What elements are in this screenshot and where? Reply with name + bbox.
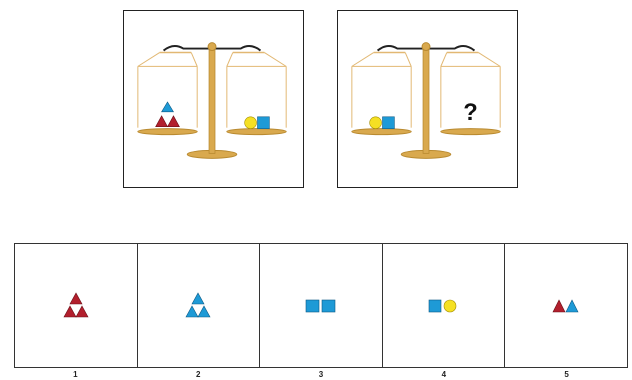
blue-square-yellow-circle-icon [426,298,462,314]
option-number-3: 3 [260,370,383,380]
two-blue-squares-icon [303,298,339,314]
scale-panel-left [123,10,304,188]
left-pan-circle-square [370,117,395,129]
right-pan-circle-square [245,117,270,129]
question-mark: ? [463,100,478,126]
option-numbers: 1 2 3 4 5 [14,370,628,380]
balance-scale-left [124,11,303,187]
option-1[interactable] [15,244,138,367]
three-red-triangles-icon [60,291,92,321]
option-4[interactable] [383,244,506,367]
option-number-4: 4 [382,370,505,380]
balance-scale-right: ? [338,11,517,187]
scale-panel-right: ? [337,10,518,188]
option-5[interactable] [505,244,627,367]
option-number-2: 2 [137,370,260,380]
answer-options [14,243,628,368]
option-number-5: 5 [505,370,628,380]
left-pan-triangles [156,102,180,127]
option-2[interactable] [138,244,261,367]
option-3[interactable] [260,244,383,367]
red-and-blue-triangle-icon [550,298,582,314]
option-number-1: 1 [14,370,137,380]
three-blue-triangles-icon [182,291,214,321]
